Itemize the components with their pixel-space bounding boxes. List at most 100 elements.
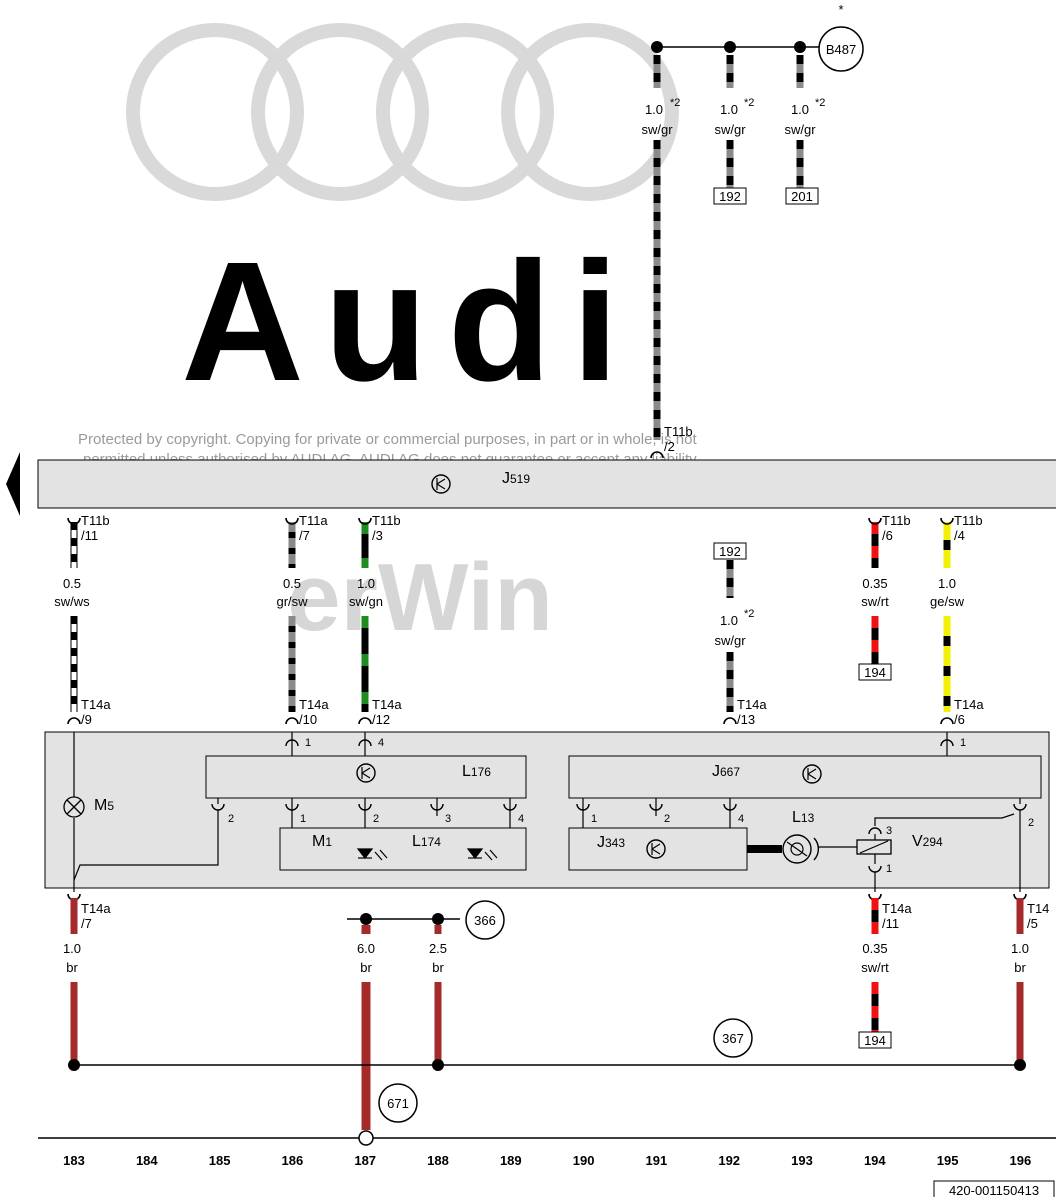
ref-192-label: 192 xyxy=(719,544,741,559)
motor-actuator-icon xyxy=(818,839,892,855)
j519-label: J519 xyxy=(502,470,530,487)
connector-symbol xyxy=(576,803,590,811)
b487-asterisk: * xyxy=(838,2,843,17)
wire-size: 0.35 xyxy=(862,576,887,591)
ref-box-201 xyxy=(785,187,819,205)
connector-symbol xyxy=(1013,803,1027,811)
doc-id-box xyxy=(933,1180,1055,1197)
wire-color: sw/gr xyxy=(641,122,673,137)
ref-201-label: 201 xyxy=(791,189,813,204)
connector-pin: /7 xyxy=(81,916,92,931)
audi-rings-watermark xyxy=(126,23,679,201)
wire-color: br xyxy=(432,960,444,975)
connector-pin: /11 xyxy=(882,916,899,931)
connector-name: T11b xyxy=(882,513,911,528)
wire-size: 0.5 xyxy=(63,576,81,591)
connector-pin: /13 xyxy=(737,712,755,727)
wire-size: 6.0 xyxy=(357,941,375,956)
wire-size: 1.0 xyxy=(938,576,956,591)
ref-box-194 xyxy=(858,663,892,681)
ref-192-label: 192 xyxy=(719,189,741,204)
ref-box-194 xyxy=(858,1031,892,1049)
pin-label: 1 xyxy=(886,863,892,875)
splice-node xyxy=(1014,1059,1026,1071)
ref-box-192 xyxy=(713,187,747,205)
wire-color: sw/gr xyxy=(714,122,746,137)
j343-unit xyxy=(568,827,748,871)
wire-size: 0.35 xyxy=(862,941,887,956)
pin-label: 2 xyxy=(228,813,234,825)
column-number: 190 xyxy=(573,1153,595,1168)
wire-color: sw/gr xyxy=(784,122,816,137)
column-number: 196 xyxy=(1010,1153,1032,1168)
wire-color: sw/ws xyxy=(54,594,90,609)
wire-color: sw/rt xyxy=(861,960,889,975)
wire-size: 1.0 xyxy=(357,576,375,591)
wire-color: sw/gn xyxy=(349,594,383,609)
v294-label: V294 xyxy=(912,833,943,850)
lamp-m5-icon xyxy=(63,796,85,818)
ref-194-label: 194 xyxy=(864,1033,886,1048)
connector-name: T11b xyxy=(372,513,401,528)
connector-name: T14a xyxy=(372,697,402,712)
ref-366-label: 366 xyxy=(474,913,496,928)
j667-label: J667 xyxy=(712,763,740,780)
connector-symbol xyxy=(67,517,81,525)
pin-label: 3 xyxy=(445,813,451,825)
connector-symbol xyxy=(285,803,299,811)
m1-l174-unit xyxy=(279,827,527,871)
connector-name: T14a xyxy=(882,901,912,916)
b487-label: B487 xyxy=(826,42,856,57)
led-icon xyxy=(466,848,498,861)
connector-name: T14a xyxy=(299,697,329,712)
connector-name: T14a xyxy=(81,697,111,712)
wire-size: 1.0 xyxy=(63,941,81,956)
wire-note: *2 xyxy=(815,97,825,109)
wire-size: 1.0 xyxy=(645,102,663,117)
wire-size: 1.0 xyxy=(791,102,809,117)
ref-671-circle xyxy=(378,1083,418,1123)
column-number: 184 xyxy=(136,1153,158,1168)
connector-symbol xyxy=(67,717,81,725)
wire-size: 1.0 xyxy=(720,613,738,628)
m5-label: M5 xyxy=(94,797,114,814)
pin-label: 4 xyxy=(518,813,524,825)
wire-size: 2.5 xyxy=(429,941,447,956)
connector-symbol xyxy=(358,517,372,525)
splice-node xyxy=(432,913,444,925)
connector-symbol xyxy=(723,717,737,725)
column-number: 185 xyxy=(209,1153,231,1168)
l174-label: L174 xyxy=(412,833,441,850)
transistor-icon xyxy=(431,474,451,494)
connector-symbol xyxy=(285,739,299,747)
connector-symbol xyxy=(358,717,372,725)
splice-node xyxy=(651,41,663,53)
brand-watermark: Audi xyxy=(181,227,639,417)
ref-box-192 xyxy=(713,542,747,560)
j343-label: J343 xyxy=(597,834,625,851)
l176-label: L176 xyxy=(462,763,491,780)
wire-size: 1.0 xyxy=(1011,941,1029,956)
pin-label: 3 xyxy=(886,825,892,837)
j519-control-unit xyxy=(37,459,1056,509)
copyright-line-1: Protected by copyright. Copying for priv… xyxy=(78,431,697,448)
pin-label: 4 xyxy=(738,813,744,825)
ref-194-label: 194 xyxy=(864,665,886,680)
column-number: 193 xyxy=(791,1153,813,1168)
doc-id: 420-001150413 xyxy=(949,1183,1039,1197)
connector-symbol xyxy=(940,517,954,525)
connector-name: T14a xyxy=(81,901,111,916)
wire-size: 0.5 xyxy=(283,576,301,591)
connector-pin: /4 xyxy=(954,528,965,543)
gas-discharge-lamp-icon xyxy=(782,834,820,864)
column-number: 192 xyxy=(718,1153,740,1168)
connector-symbol xyxy=(358,803,372,811)
pin-label: 4 xyxy=(378,737,384,749)
m1-label: M1 xyxy=(312,833,332,850)
connector-symbol xyxy=(285,517,299,525)
pin-label: 1 xyxy=(305,737,311,749)
connector-name: T11a xyxy=(299,513,328,528)
transistor-icon xyxy=(646,839,666,859)
connector-symbol xyxy=(940,717,954,725)
